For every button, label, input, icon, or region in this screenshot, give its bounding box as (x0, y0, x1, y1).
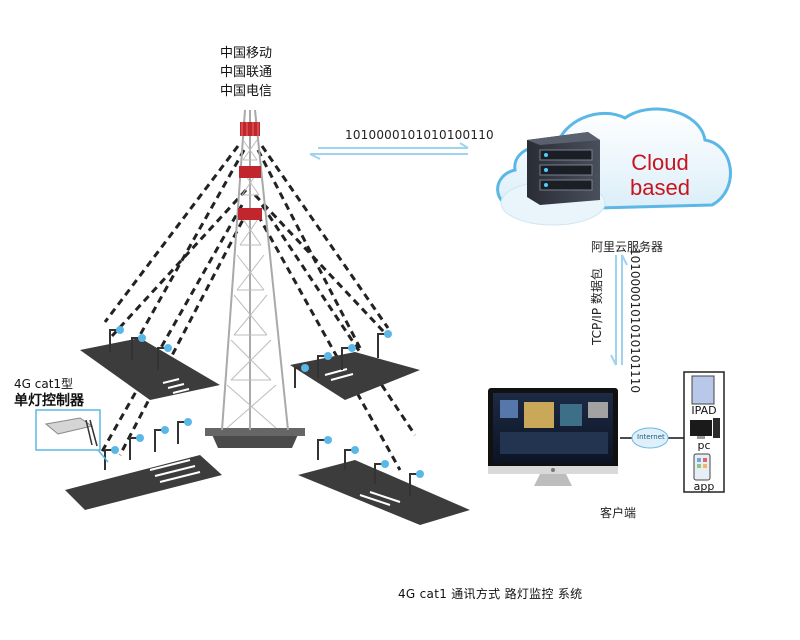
client-caption: 客户端 (600, 506, 637, 520)
controller-label-line2: 单灯控制器 (14, 393, 84, 409)
wireless-link-arrows (309, 142, 469, 160)
binary-vertical-label: 1010000101010101110 (628, 248, 642, 394)
cloud-title-line2: based (630, 175, 690, 200)
server-icon (527, 132, 600, 205)
carrier-list: 中国移动 中国联通 中国电信 (196, 44, 296, 101)
monitor-icon (488, 388, 618, 486)
internet-label: Internet (637, 433, 665, 441)
tcp-link-arrows (610, 254, 628, 366)
tablet-icon (691, 375, 715, 405)
controller-device-icon (35, 409, 109, 463)
cloud-caption: 阿里云服务器 (591, 240, 664, 254)
cloud-title: Cloud based (612, 150, 708, 200)
tcp-ip-label: TCP/IP 数据包 (590, 268, 604, 345)
phone-app-icon (693, 453, 711, 481)
carrier-label: 中国电信 (219, 84, 272, 99)
carrier-label: 中国移动 (219, 46, 272, 61)
cloud-title-line1: Cloud (631, 150, 689, 175)
controller-label-line1: 4G cat1型 (14, 377, 74, 391)
road-markings (149, 368, 401, 506)
binary-stream-label: 1010000101010100110 (345, 128, 494, 142)
cell-tower-icon (205, 109, 305, 448)
internet-link (620, 427, 684, 449)
footer-title: 4G cat1 通讯方式 路灯监控 系统 (398, 587, 583, 601)
device-label-pc: pc (697, 439, 711, 452)
device-label-ipad: IPAD (691, 404, 717, 417)
device-label-app: app (693, 480, 715, 493)
signal-beams (98, 145, 417, 471)
carrier-label: 中国联通 (219, 65, 272, 80)
controller-label: 4G cat1型 单灯控制器 (14, 376, 84, 410)
device-panel (683, 371, 725, 493)
desktop-pc-icon (690, 418, 720, 439)
lamp-signal-icons (111, 326, 424, 478)
